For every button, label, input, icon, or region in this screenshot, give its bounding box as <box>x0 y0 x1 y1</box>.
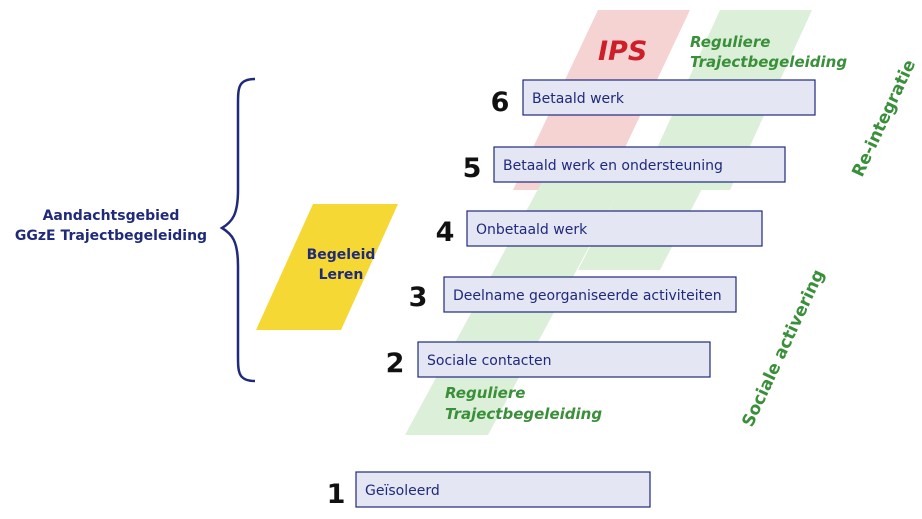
step-label-6: Betaald werk <box>532 91 625 107</box>
reguliere-bottom-line1: Reguliere <box>445 384 525 402</box>
reguliere-top-line2: Trajectbegeleiding <box>690 53 847 71</box>
reguliere-bottom-line2: Trajectbegeleiding <box>445 405 602 423</box>
sociale-activering-label: Sociale activering <box>738 267 828 431</box>
begeleid-leren-shape <box>256 204 398 330</box>
step-number-6: 6 <box>491 87 510 118</box>
step-number-3: 3 <box>409 282 428 313</box>
step-label-3: Deelname georganiseerde activiteiten <box>453 288 722 304</box>
begeleid-leren-line2: Leren <box>318 267 364 283</box>
begeleid-leren-label: Begeleid Leren <box>286 245 396 285</box>
step-label-1: Geïsoleerd <box>365 483 440 499</box>
step-number-4: 4 <box>436 217 455 248</box>
begeleid-leren-line1: Begeleid <box>306 247 376 263</box>
step-number-1: 1 <box>327 479 346 510</box>
focus-area-line2: GGzE Trajectbegeleiding <box>14 228 208 244</box>
reguliere-top-line1: Reguliere <box>690 33 770 51</box>
step-label-5: Betaald werk en ondersteuning <box>503 158 723 174</box>
step-label-2: Sociale contacten <box>427 353 551 369</box>
step-box-4 <box>466 210 763 247</box>
curly-brace <box>219 77 256 383</box>
re-integratie-label: Re-integratie <box>848 57 920 180</box>
step-number-5: 5 <box>463 153 482 184</box>
step-box-2 <box>417 341 711 378</box>
ips-label: IPS <box>598 36 647 67</box>
focus-area-label: Aandachtsgebied GGzE Trajectbegeleiding <box>0 206 222 246</box>
step-label-4: Onbetaald werk <box>476 222 588 238</box>
step-box-3 <box>443 276 737 313</box>
step-number-2: 2 <box>386 348 405 379</box>
step-box-5 <box>493 146 786 183</box>
step-box-6 <box>522 79 816 116</box>
focus-area-line1: Aandachtsgebied <box>42 208 180 224</box>
step-box-1 <box>355 471 651 508</box>
